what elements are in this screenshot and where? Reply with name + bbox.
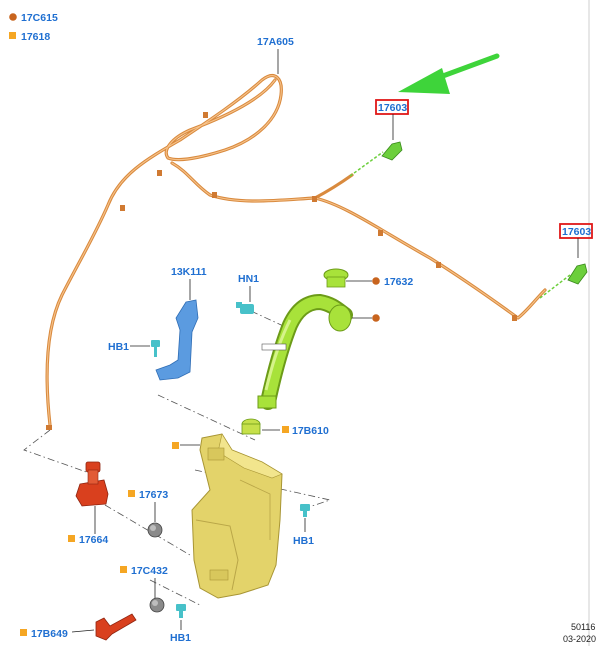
legend-square-marker — [9, 32, 16, 39]
callout-17c432: 17C432 — [131, 565, 168, 577]
highlight-box-right — [559, 223, 593, 239]
bracket-13k111: 13K111 — [155, 266, 207, 381]
bolt-hb1-right: HB1 — [293, 504, 314, 547]
bolt-hb1-upper: HB1 — [108, 340, 160, 357]
nozzle-left: 17603 — [349, 99, 409, 177]
callout-hb1-upper: HB1 — [108, 341, 129, 353]
legend-label-circle: 17C615 — [21, 12, 58, 24]
highlight-box-left — [375, 99, 409, 115]
callout-17664: 17664 — [79, 534, 108, 546]
legend-circle-marker — [9, 13, 17, 21]
callout-17b610: 17B610 — [292, 425, 329, 437]
green-arrow — [398, 53, 500, 94]
footer-ref-number: 50116 — [571, 622, 595, 632]
reservoir-17618 — [172, 433, 283, 599]
callout-hn1: HN1 — [238, 273, 259, 285]
callout-17603-right: 17603 — [562, 226, 591, 238]
callout-hb1-right: HB1 — [293, 535, 314, 547]
cap-17632: 17632 — [323, 268, 413, 322]
washer-hose — [45, 74, 547, 430]
bolt-hb1-lower: HB1 — [170, 604, 191, 644]
bolt-hn1: HN1 — [236, 273, 259, 314]
seal-17b610: 17B610 — [241, 418, 329, 437]
filler-neck — [257, 293, 353, 410]
callout-17a605: 17A605 — [257, 36, 294, 48]
callout-17603-left: 17603 — [378, 102, 407, 114]
callout-17b649: 17B649 — [31, 628, 68, 640]
grommet-17c432: 17C432 — [120, 565, 168, 613]
footer-ref: 50116 03-2020 — [563, 622, 596, 644]
callout-17632: 17632 — [384, 276, 413, 288]
sensor-17673: 17673 — [128, 489, 168, 538]
pump-17664: 17664 — [68, 461, 109, 546]
nozzle-right: 17603 — [539, 223, 593, 299]
callout-hb1-lower: HB1 — [170, 632, 191, 644]
footer-date: 03-2020 — [563, 634, 596, 644]
callout-13k111: 13K111 — [171, 266, 207, 278]
callout-17673: 17673 — [139, 489, 168, 501]
legend-label-square: 17618 — [21, 31, 50, 43]
sensor-17b649: 17B649 — [20, 613, 137, 641]
legend: 17C615 17618 — [9, 12, 58, 43]
